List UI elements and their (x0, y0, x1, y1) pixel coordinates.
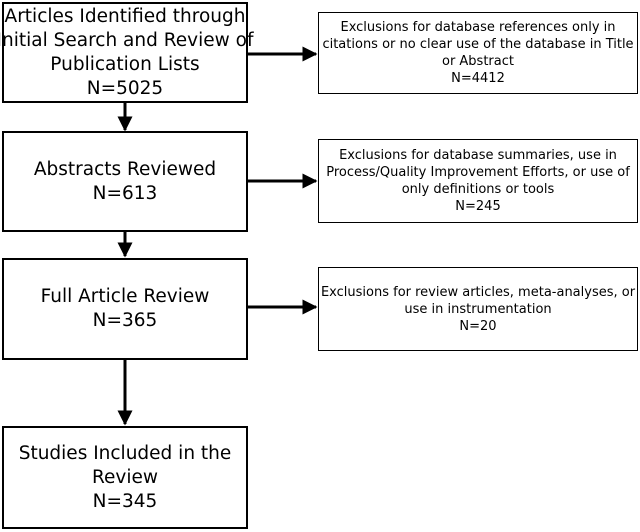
exclusion-3-count: N=20 (459, 318, 497, 334)
exclusion-1-line-2: citations or no clear use of the databas… (322, 37, 634, 52)
exclusion-box-1: Exclusions for database references only … (318, 12, 638, 94)
stage-abstracts-count: N=613 (92, 182, 158, 204)
exclusion-2-count: N=245 (455, 199, 501, 214)
exclusion-box-3: Exclusions for review articles, meta-ana… (318, 267, 638, 351)
exclusion-1-line-1: Exclusions for database references only … (340, 20, 616, 35)
stage-abstracts-label: Abstracts Reviewed (33, 158, 217, 180)
stage-identified-line-1: Articles Identified through (4, 5, 246, 27)
exclusion-3-line-2: use in instrumentation (404, 301, 552, 317)
exclusion-box-2: Exclusions for database summaries, use i… (318, 139, 638, 223)
stage-identified-line-2: Initial Search and Review of (0, 29, 254, 51)
stage-box-abstracts: Abstracts Reviewed N=613 (2, 131, 248, 232)
exclusion-2-line-3: only definitions or tools (401, 182, 555, 197)
exclusion-3-line-1: Exclusions for review articles, meta-ana… (320, 284, 636, 300)
stage-included-line-1: Studies Included in the (18, 442, 232, 464)
exclusion-1-line-3: or Abstract (441, 54, 514, 69)
stage-included-count: N=345 (92, 490, 158, 512)
stage-included-line-2: Review (91, 466, 158, 488)
stage-box-identified: Articles Identified through Initial Sear… (0, 2, 253, 103)
exclusion-2-line-1: Exclusions for database summaries, use i… (339, 148, 617, 163)
stage-identified-count: N=5025 (86, 77, 164, 99)
stage-box-included: Studies Included in the Review N=345 (2, 426, 248, 529)
stage-box-full-article: Full Article Review N=365 (2, 258, 248, 360)
exclusion-2-line-2: Process/Quality Improvement Efforts, or … (326, 165, 630, 180)
stage-full-article-count: N=365 (92, 310, 158, 331)
stage-full-article-label: Full Article Review (40, 286, 210, 307)
stage-identified-line-3: Publication Lists (50, 53, 200, 75)
exclusion-1-count: N=4412 (451, 71, 505, 86)
